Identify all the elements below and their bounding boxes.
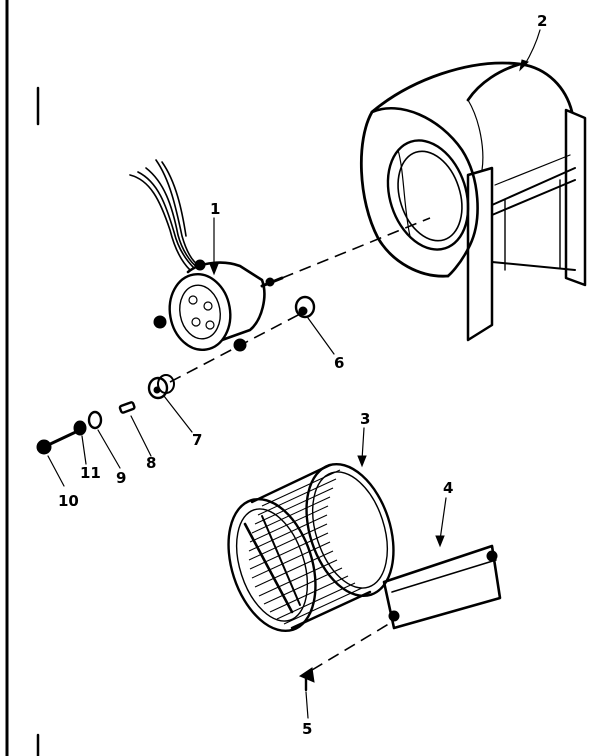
assembly-centerline (311, 621, 393, 671)
blower-housing (359, 61, 587, 342)
part-label-4: 4 (443, 479, 453, 497)
part-label-3: 3 (360, 410, 370, 428)
part-label-5: 5 (302, 720, 312, 738)
left-border-rule (5, 0, 40, 756)
part-label-9: 9 (116, 469, 126, 487)
assembly-centerline (169, 313, 301, 383)
part-label-1: 1 (210, 200, 220, 218)
bushing-6 (294, 295, 316, 319)
screw-5 (298, 667, 315, 692)
part-label-6: 6 (334, 354, 344, 372)
leader-lines (47, 29, 541, 719)
bolt-10 (36, 428, 82, 455)
part-label-7: 7 (192, 431, 202, 449)
part-label-10: 10 (58, 492, 79, 510)
assembly-centerline (281, 217, 431, 279)
blower-wheel-vanes (248, 469, 363, 625)
pin-8 (118, 401, 136, 414)
washer-9 (87, 410, 103, 430)
hub-7 (147, 374, 175, 400)
cutoff-plate (382, 544, 502, 630)
motor (129, 159, 284, 352)
part-label-8: 8 (146, 454, 156, 472)
part-label-11: 11 (80, 464, 101, 482)
part-label-2: 2 (537, 12, 547, 30)
blower-wheel (227, 462, 395, 633)
